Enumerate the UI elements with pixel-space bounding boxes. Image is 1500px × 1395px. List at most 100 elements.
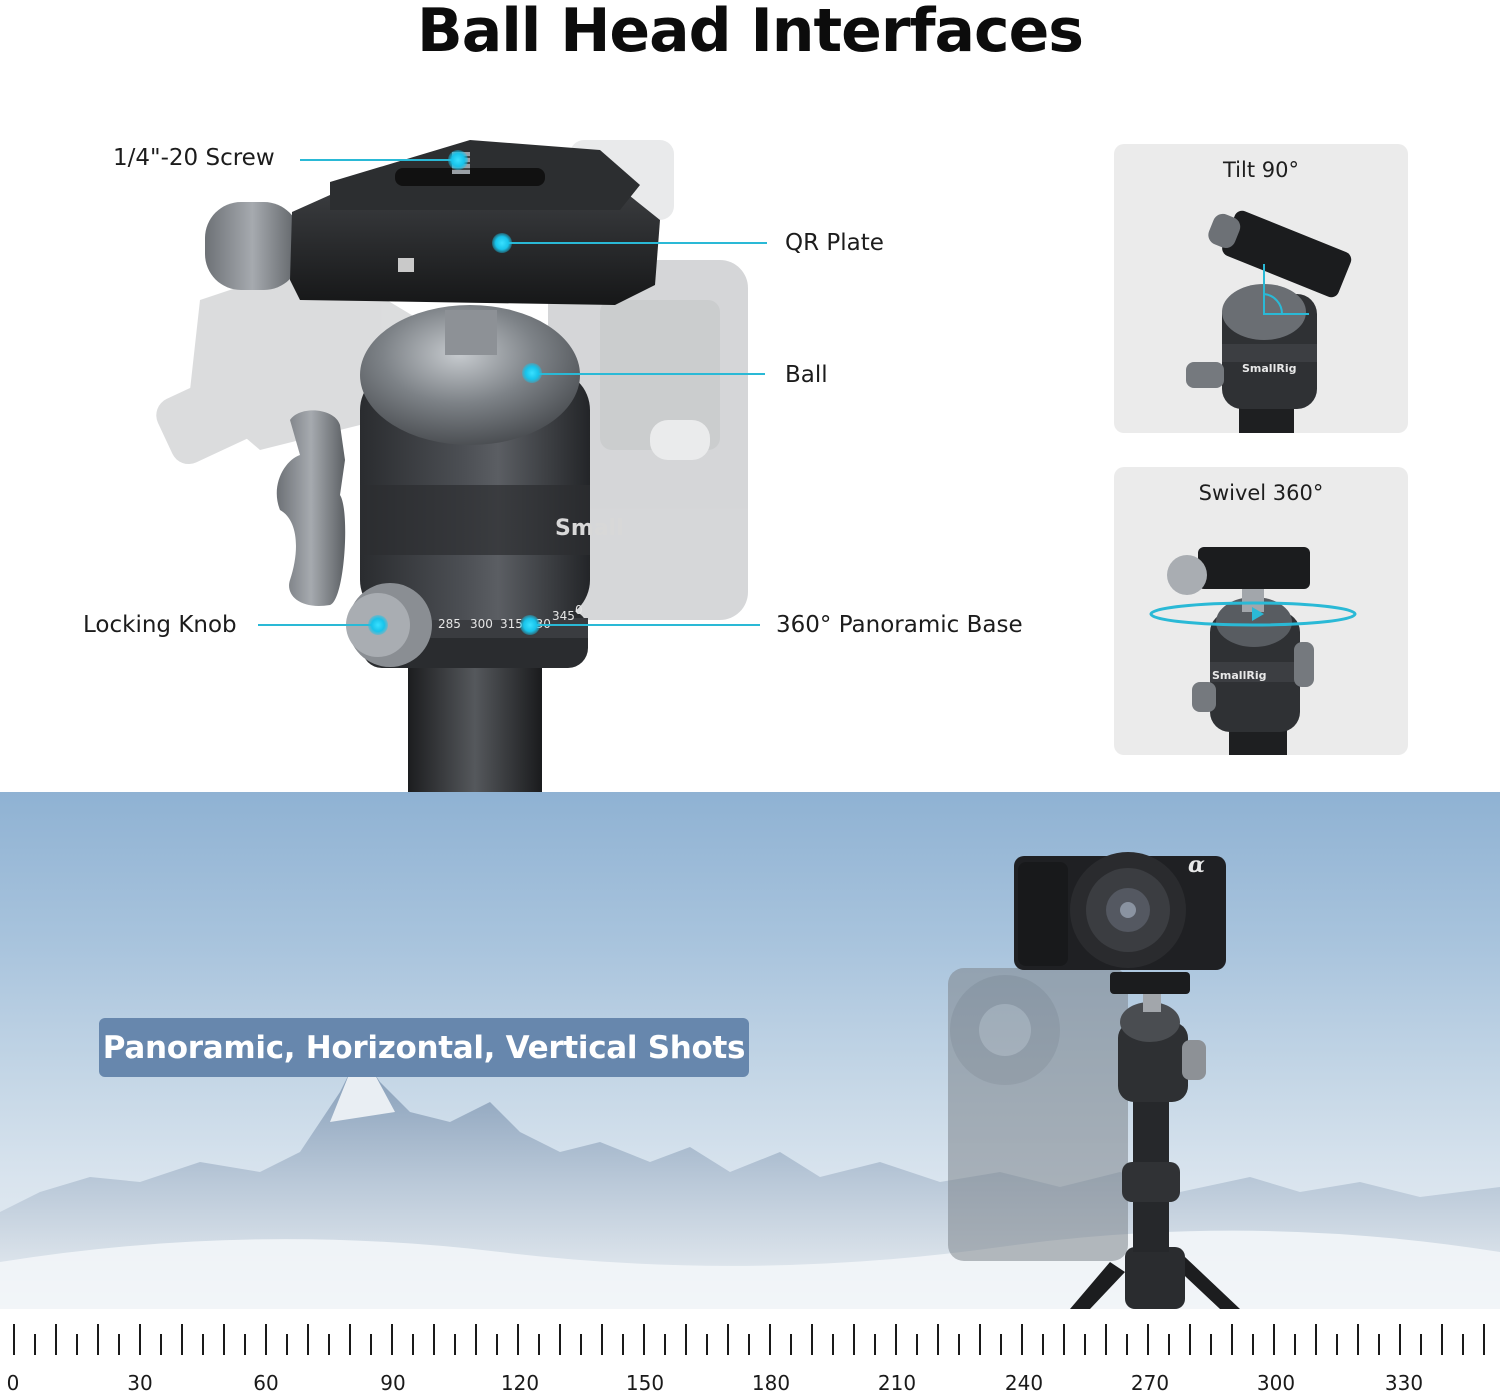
callout-label-panoramic-base: 360° Panoramic Base: [776, 612, 1023, 638]
ruler-tick: [34, 1334, 36, 1355]
ruler-label: 240: [1004, 1371, 1044, 1395]
ruler-tick: [286, 1334, 288, 1355]
shots-badge-text: Panoramic, Horizontal, Vertical Shots: [102, 1029, 746, 1066]
ruler-tick: [1273, 1324, 1275, 1355]
ruler-tick: [1336, 1334, 1338, 1355]
callout-label-qr-plate: QR Plate: [785, 230, 884, 256]
ruler-tick: [937, 1324, 939, 1355]
ruler-label: 330: [1384, 1371, 1424, 1395]
svg-text:345: 345: [552, 609, 575, 623]
ruler-tick: [622, 1334, 624, 1355]
svg-text:300: 300: [470, 617, 493, 631]
ruler-label: 270: [1130, 1371, 1170, 1395]
ruler-tick: [307, 1324, 309, 1355]
ruler-tick: [1357, 1324, 1359, 1355]
ruler-tick: [1294, 1334, 1296, 1355]
ruler-tick: [1420, 1334, 1422, 1355]
shots-badge: Panoramic, Horizontal, Vertical Shots: [99, 1018, 749, 1077]
mountain-scene: α: [0, 852, 1500, 1309]
ruler-label: 90: [380, 1371, 406, 1395]
svg-text:0: 0: [575, 603, 583, 617]
ruler-tick: [1084, 1334, 1086, 1355]
ruler-tick: [832, 1334, 834, 1355]
ruler-tick: [1126, 1334, 1128, 1355]
ruler-tick: [811, 1324, 813, 1355]
ruler-tick: [202, 1334, 204, 1355]
callout-dot-screw: [448, 150, 468, 170]
ruler-tick: [580, 1334, 582, 1355]
camera-alpha-logo: α: [1188, 852, 1205, 878]
ruler-label: 210: [877, 1371, 917, 1395]
ruler-tick: [685, 1324, 687, 1355]
callout-line-screw: [300, 159, 458, 161]
ruler-tick: [790, 1334, 792, 1355]
ruler-label: 300: [1256, 1371, 1296, 1395]
feature-card-tilt: Tilt 90° SmallRig: [1114, 144, 1408, 433]
ruler-tick: [958, 1334, 960, 1355]
ruler-tick: [1231, 1324, 1233, 1355]
ruler-tick: [1189, 1324, 1191, 1355]
ruler-tick: [1210, 1334, 1212, 1355]
swivel-illustration: SmallRig: [1149, 547, 1357, 755]
ruler-tick: [1000, 1334, 1002, 1355]
callout-dot-ball: [522, 363, 542, 383]
svg-text:SmallRig: SmallRig: [1212, 669, 1266, 682]
ruler-tick: [1483, 1324, 1485, 1355]
ruler-tick: [1021, 1324, 1023, 1355]
card-title-tilt: Tilt 90°: [1223, 158, 1299, 182]
callout-dot-locking-knob: [368, 615, 388, 635]
degree-ruler: 0 30 60 90 120 150 180 210 240 270 300 3…: [0, 1309, 1500, 1395]
callout-line-ball: [532, 373, 765, 375]
ruler-tick: [223, 1324, 225, 1355]
ruler-tick: [853, 1324, 855, 1355]
ruler-tick: [13, 1324, 15, 1355]
ruler-tick: [1441, 1324, 1443, 1355]
ruler-tick: [55, 1324, 57, 1355]
ruler-tick: [727, 1324, 729, 1355]
tilt-illustration: SmallRig: [1186, 210, 1352, 433]
ruler-label: 60: [253, 1371, 279, 1395]
ruler-label: 0: [6, 1371, 20, 1395]
ruler-tick: [601, 1324, 603, 1355]
ruler-tick: [139, 1324, 141, 1355]
callout-line-qr-plate: [502, 242, 767, 244]
svg-text:285: 285: [438, 617, 461, 631]
page-title: Ball Head Interfaces: [416, 0, 1084, 66]
ruler-tick: [1147, 1324, 1149, 1355]
callout-line-locking-knob: [258, 624, 378, 626]
ruler-tick: [895, 1324, 897, 1355]
ruler-tick: [181, 1324, 183, 1355]
ruler-tick: [979, 1324, 981, 1355]
ruler-tick: [1105, 1324, 1107, 1355]
ruler-label: 180: [751, 1371, 791, 1395]
callout-line-panoramic-base: [530, 624, 760, 626]
ruler-tick: [769, 1324, 771, 1355]
ruler-tick: [517, 1324, 519, 1355]
ruler-tick: [1315, 1324, 1317, 1355]
ruler-tick: [748, 1334, 750, 1355]
callout-label-ball: Ball: [785, 362, 828, 388]
ruler-tick: [328, 1334, 330, 1355]
ruler-tick: [1462, 1334, 1464, 1355]
ruler-tick: [1252, 1334, 1254, 1355]
ruler-tick: [97, 1324, 99, 1355]
brand-logo: Small: [555, 516, 624, 541]
ruler-tick: [412, 1334, 414, 1355]
ruler-tick: [496, 1334, 498, 1355]
ruler-tick: [706, 1334, 708, 1355]
ruler-tick: [1378, 1334, 1380, 1355]
svg-text:SmallRig: SmallRig: [1242, 362, 1296, 375]
ruler-tick: [454, 1334, 456, 1355]
ruler-tick: [1042, 1334, 1044, 1355]
callout-dot-panoramic-base: [520, 615, 540, 635]
ruler-tick: [874, 1334, 876, 1355]
scenic-banner: α Panoramic, Horizontal, Vertical Shots: [0, 792, 1500, 1309]
ruler-tick: [433, 1324, 435, 1355]
ruler-tick: [160, 1334, 162, 1355]
ruler-label: 120: [500, 1371, 540, 1395]
ruler-tick: [475, 1324, 477, 1355]
ruler-tick: [916, 1334, 918, 1355]
ruler-tick: [391, 1324, 393, 1355]
